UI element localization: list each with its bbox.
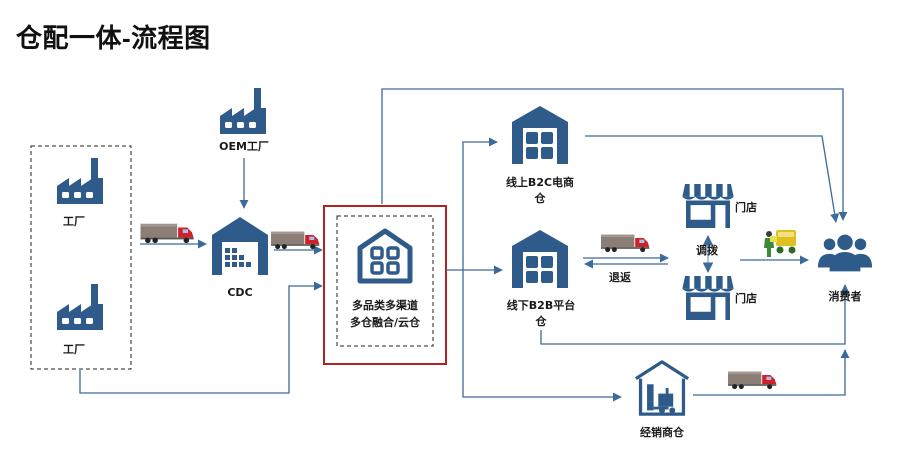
b2c-warehouse-icon (512, 106, 568, 164)
page-title: 仓配一体-流程图 (16, 23, 211, 53)
oem-factory-label: OEM工厂 (219, 140, 269, 153)
arrow-distributor-to-consumer (693, 349, 850, 396)
arrow-hub-to-b2c (446, 137, 498, 271)
arrow-hub-to-distributor (462, 270, 622, 402)
b2b-label-line2: 仓 (535, 314, 548, 328)
b2b-warehouse-icon (512, 230, 568, 288)
b2b-label-line1: 线下B2B平台 (507, 298, 575, 312)
store-icon (682, 276, 734, 320)
oem-factory-icon (220, 88, 266, 134)
factory-icon (57, 158, 103, 204)
truck-icon (140, 223, 194, 244)
return-label: 退返 (609, 270, 631, 284)
cdc-warehouse-icon (212, 217, 268, 275)
transfer-label: 调拨 (696, 243, 719, 257)
delivery-worker-icon (764, 230, 796, 257)
b2c-label-line2: 仓 (534, 191, 547, 205)
factory-icon (57, 284, 103, 330)
store-label: 门店 (735, 200, 757, 214)
arrow-hub-to-consumer (381, 88, 848, 221)
store-icon (682, 184, 734, 228)
hub-inner-box (336, 215, 434, 347)
connector-lines (79, 88, 850, 402)
factory-group-box (30, 145, 132, 370)
factory-label: 工厂 (63, 343, 85, 356)
hub-label-line2: 多仓融合/云仓 (350, 315, 421, 329)
hub-label-line1: 多品类多渠道 (352, 298, 418, 312)
hub-warehouse-icon (360, 231, 410, 281)
cdc-label: CDC (227, 286, 252, 299)
arrow-b2b-to-consumer (540, 284, 850, 345)
distributor-warehouse-icon (634, 360, 690, 416)
b2c-label-line1: 线上B2C电商 (506, 175, 574, 189)
distributor-label: 经销商仓 (640, 425, 685, 439)
store-label: 门店 (735, 291, 757, 305)
arrow-factory-bottom-to-hub (79, 281, 323, 394)
truck-icon (728, 371, 777, 390)
hub-outer-box (323, 205, 447, 365)
truck-icon (271, 231, 320, 250)
arrow-b2c-to-consumer (585, 135, 840, 223)
consumer-label: 消费者 (829, 289, 862, 303)
consumer-icon (817, 234, 873, 272)
factory-label: 工厂 (63, 215, 85, 228)
truck-icon (601, 234, 650, 253)
